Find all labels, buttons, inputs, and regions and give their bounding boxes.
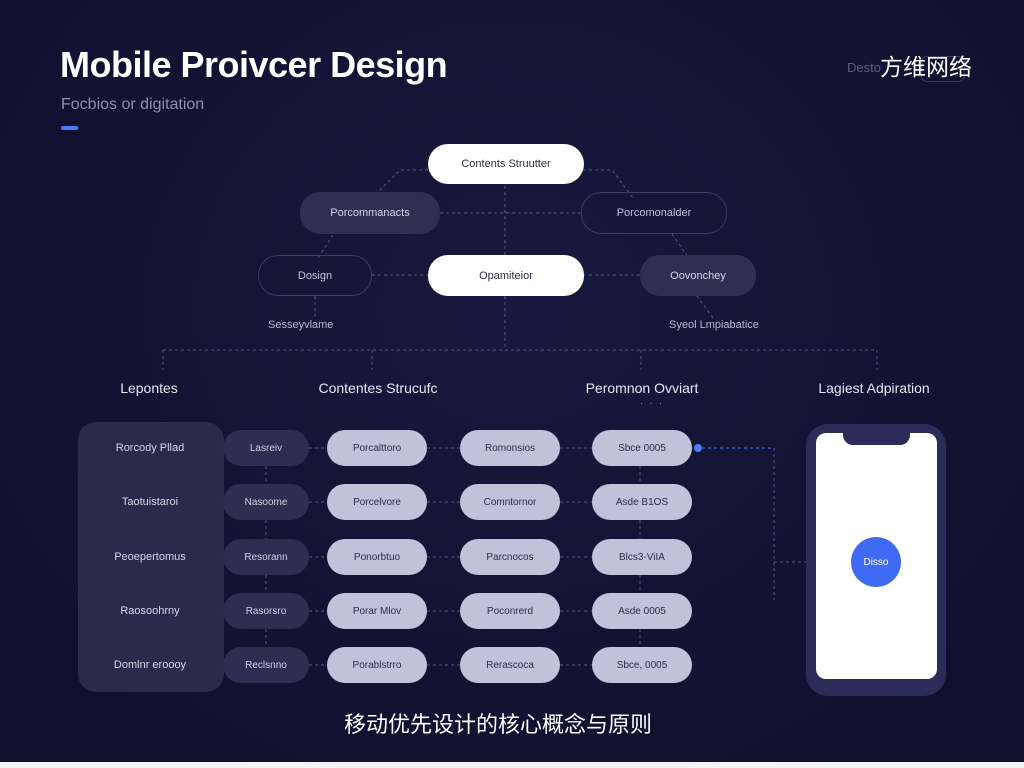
grid-cell: Asde 0005 <box>592 593 692 629</box>
row-label: Taotuistaroi <box>121 496 179 508</box>
tree-center-low-node: Opamiteior <box>428 255 584 296</box>
grid-cell: Nasoome <box>223 484 309 520</box>
grid-cell: Resorann <box>223 539 309 575</box>
grid-cell: Comntornor <box>460 484 560 520</box>
row-label-panel <box>78 422 224 692</box>
column-heading: Peromnon Ovviart <box>585 380 699 396</box>
tree-left-mid-node: Porcommanacts <box>300 192 440 234</box>
grid-cell: Porablstrro <box>327 647 427 683</box>
row-label: Raosoohrny <box>120 605 180 617</box>
brand-watermark: 方维网络 <box>880 54 972 80</box>
accent-bar <box>61 126 78 130</box>
tree-left-note: Sesseyvlame <box>268 319 334 331</box>
tree-right-note: Syeol Lmpiabatice <box>669 319 759 331</box>
grid-cell: Porcelvore <box>327 484 427 520</box>
grid-cell: Rerascoca <box>460 647 560 683</box>
phone-action-button: Disso <box>851 537 901 587</box>
grid-cell: Ponorbtuo <box>327 539 427 575</box>
top-right-outline-box <box>921 56 965 82</box>
tree-right-mid-node: Porcomonalder <box>581 192 727 234</box>
row-label: Rorcody Pllad <box>115 442 185 454</box>
grid-cell: Romonsios <box>460 430 560 466</box>
bottom-strip <box>0 762 1024 768</box>
grid-cell: Parcnocos <box>460 539 560 575</box>
tree-right-low-node: Oovonchey <box>640 255 756 296</box>
row-label: Domlnr eroooy <box>113 659 187 671</box>
top-right-faint-label: Desto <box>847 60 881 75</box>
grid-cell: Lasreiv <box>223 430 309 466</box>
column-heading: Lagiest Adpiration <box>818 380 930 396</box>
tree-root-node: Contents Struutter <box>428 144 584 184</box>
grid-cell: Blcs3-ViIA <box>592 539 692 575</box>
phone-notch <box>843 431 910 445</box>
grid-cell: Sbce, 0005 <box>592 647 692 683</box>
grid-cell: Porcalttoro <box>327 430 427 466</box>
column-heading: Lepontes <box>120 380 178 396</box>
page-subtitle: Focbios or digitation <box>61 96 205 113</box>
slide-caption: 移动优先设计的核心概念与原则 <box>344 712 653 737</box>
tree-left-low-node: Dosign <box>258 255 372 296</box>
row-label: Peoepertomus <box>114 551 186 563</box>
column-dots: · · · <box>640 398 664 408</box>
grid-cell: Asde B1OS <box>592 484 692 520</box>
page-title: Mobile Proivcer Design <box>60 44 448 85</box>
grid-cell: Reclsnno <box>223 647 309 683</box>
grid-cell: Rasorsro <box>223 593 309 629</box>
grid-cell: Porar Mlov <box>327 593 427 629</box>
grid-cell: Sbce 0005 <box>592 430 692 466</box>
column-heading: Contentes Strucufc <box>318 380 438 396</box>
grid-cell: Poconrerd <box>460 593 560 629</box>
